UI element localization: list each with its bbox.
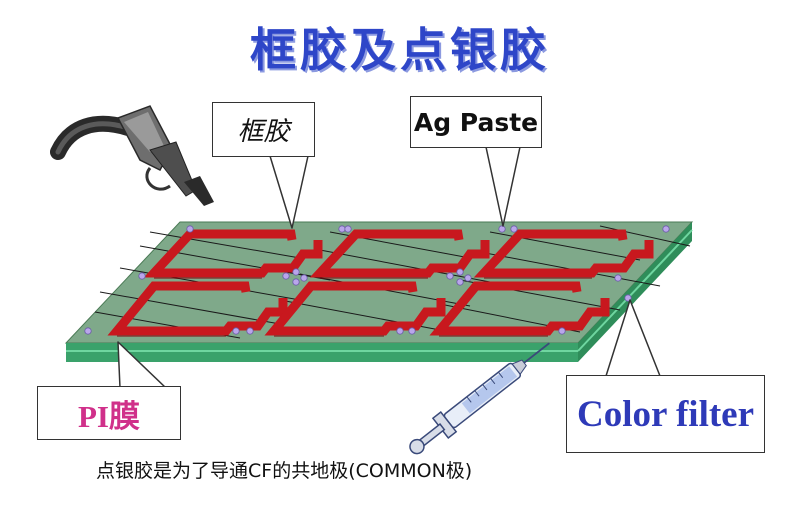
panel-front-edge: [66, 343, 578, 362]
sealant-frame-4: [107, 281, 288, 336]
sealant-frame-1: [143, 229, 323, 278]
panel-side-edge: [578, 222, 692, 362]
sealant-frame-5: [264, 281, 446, 336]
pi-film-label: PI膜: [78, 398, 140, 434]
page-title: 框胶及点银胶: [250, 23, 550, 77]
syringe-icon: [409, 342, 550, 455]
sealant-frame-3: [473, 229, 654, 278]
frame-sealant-label: 框胶: [237, 117, 290, 147]
sealant-frame-2: [309, 229, 490, 278]
color-filter-callout: Color filter: [566, 375, 765, 453]
ag-paste-label: Ag Paste: [413, 107, 539, 137]
caption-text: 点银胶是为了导通CF的共地极(COMMON极): [96, 460, 473, 482]
callout-pointers: [117, 146, 661, 389]
pi-film-callout: PI膜: [37, 386, 181, 440]
frame-sealant-patterns: [107, 229, 654, 336]
sealant-frame-6: [429, 281, 610, 336]
ag-paste-dots: [84, 225, 670, 335]
color-filter-label: Color filter: [576, 393, 755, 435]
glue-nozzle-icon: [50, 105, 214, 206]
frame-sealant-callout: 框胶: [212, 102, 315, 157]
ag-paste-callout: Ag Paste: [410, 96, 542, 148]
glass-panel: [64, 221, 694, 362]
